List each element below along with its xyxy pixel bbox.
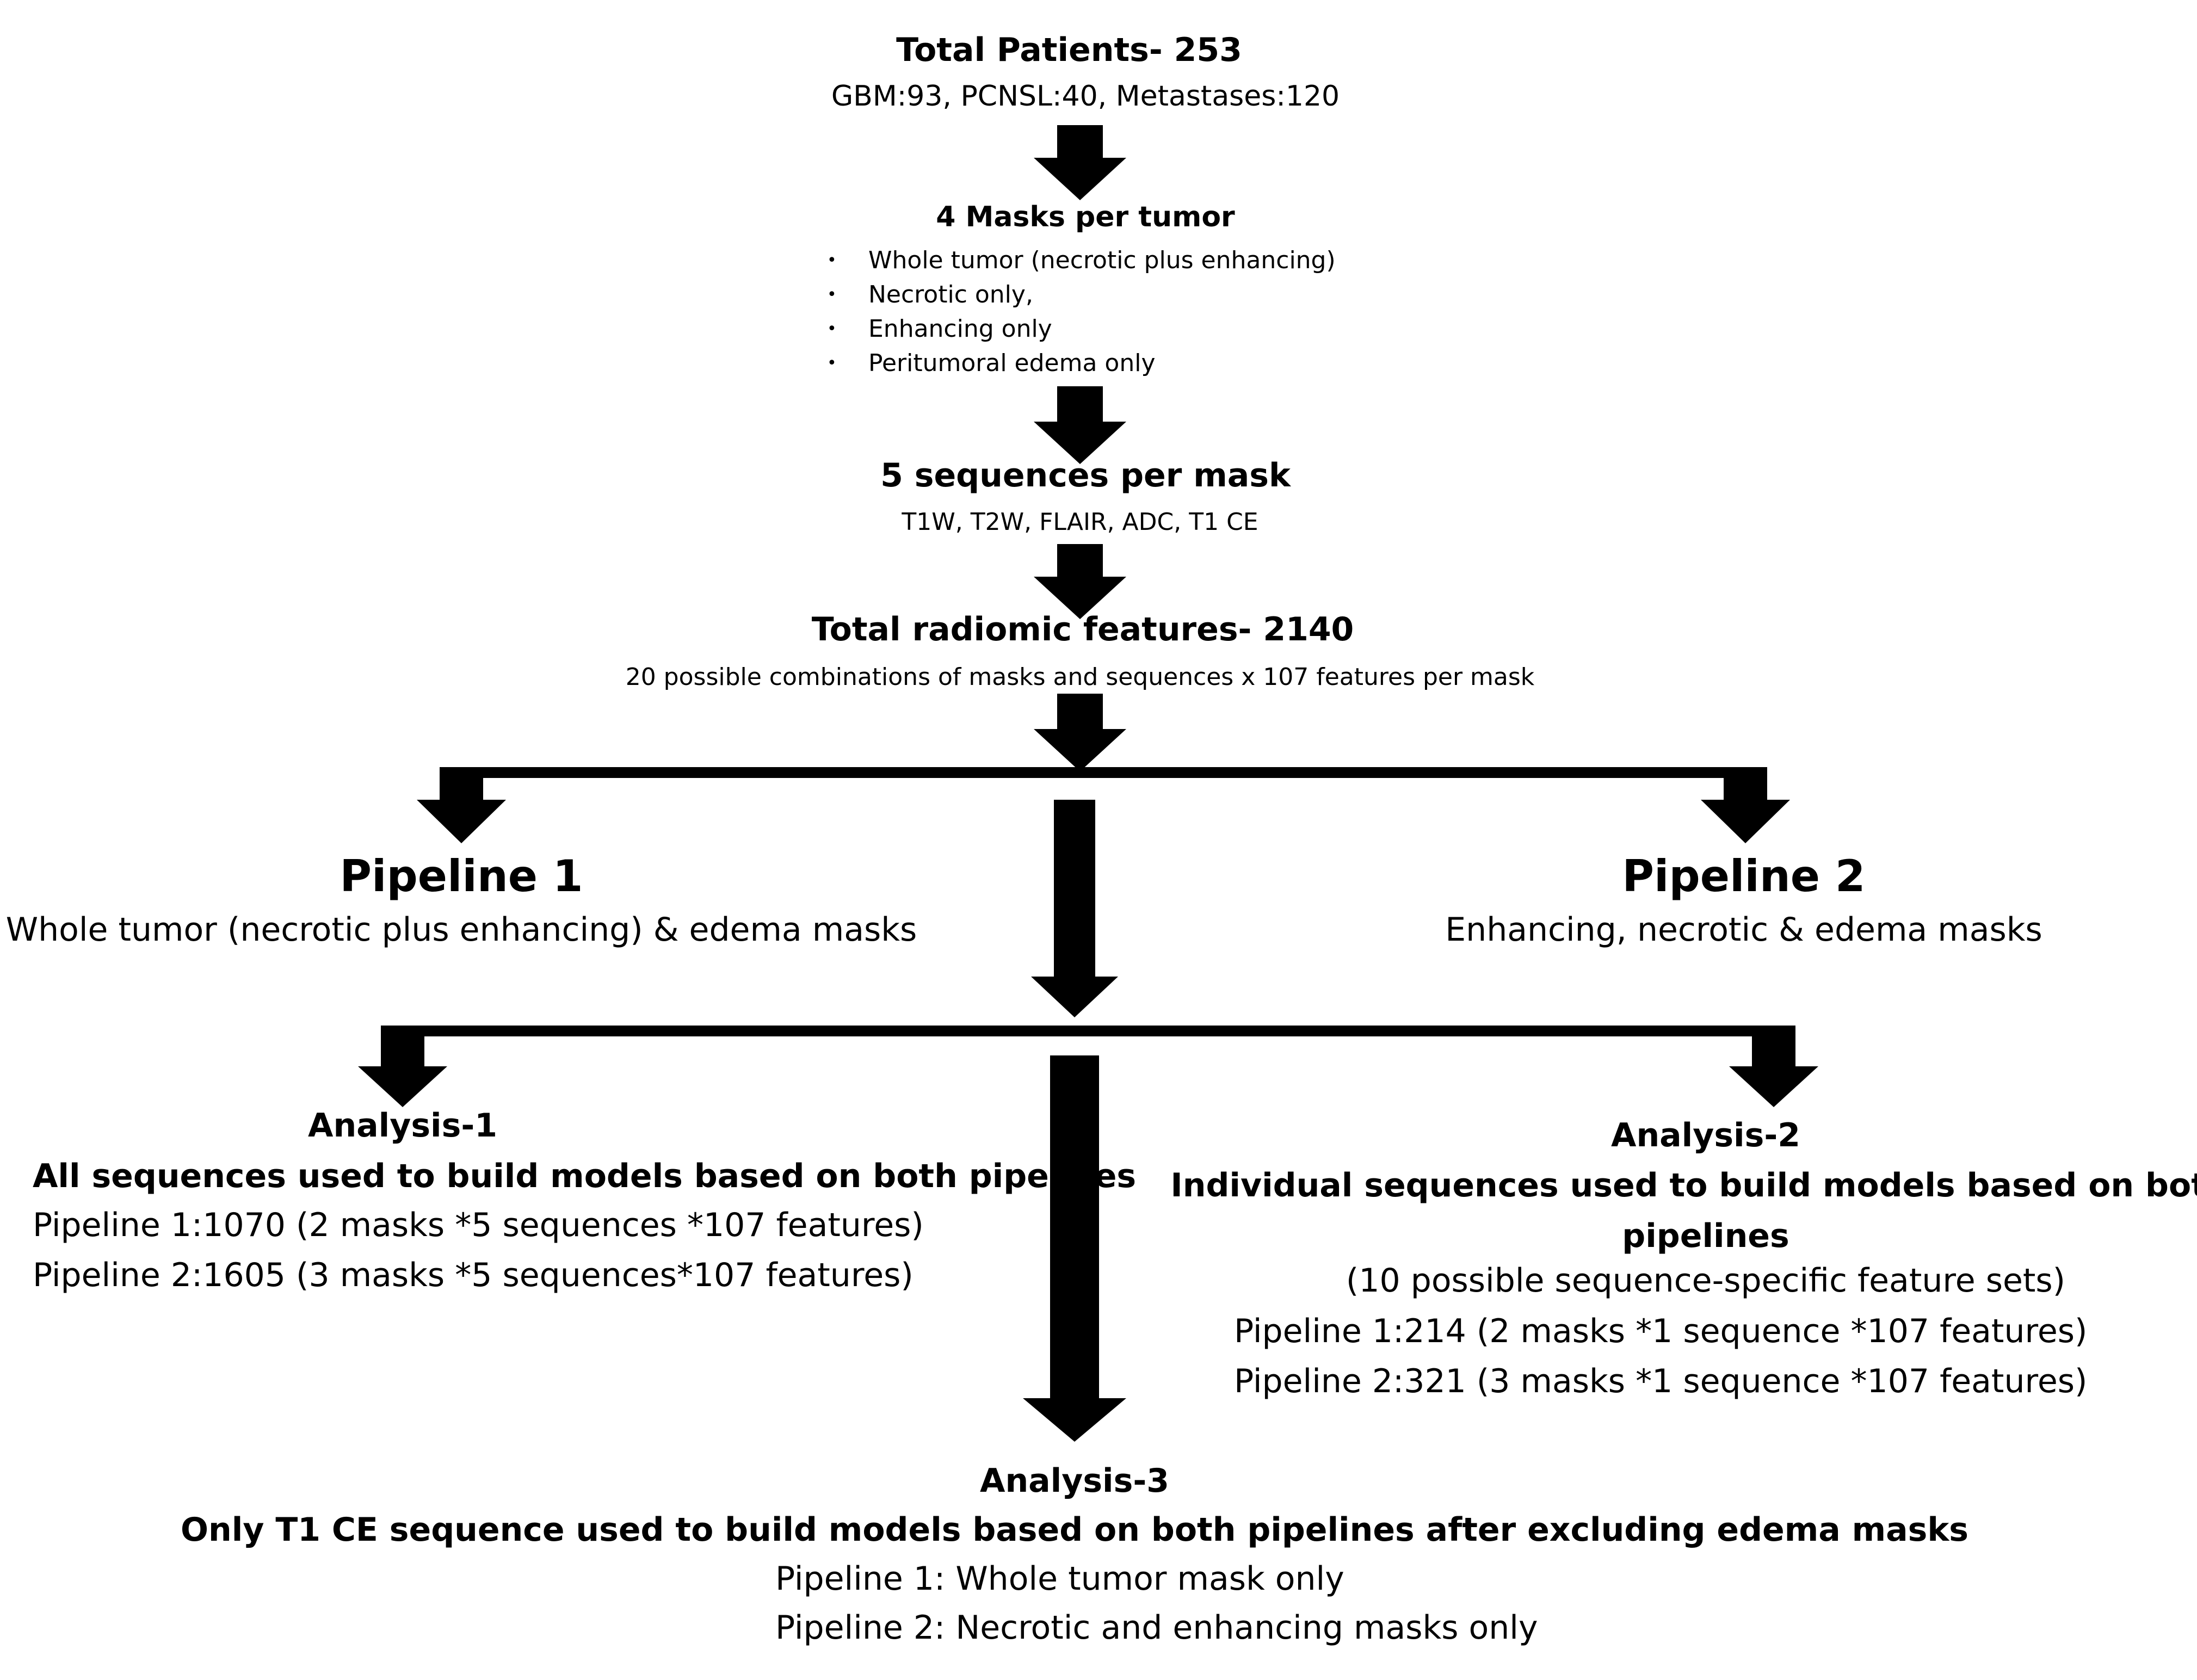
- arrow-to-pipeline-1: [417, 767, 506, 843]
- analysis-2-line: Pipeline 2:321 (3 masks *1 sequence *107…: [1234, 1362, 2088, 1400]
- arrow-masks-to-sequences: [1034, 386, 1126, 464]
- mask-type-item: Enhancing only: [827, 312, 1336, 346]
- masks-per-tumor-title: 4 Masks per tumor: [936, 201, 1235, 233]
- arrow-to-analysis-3: [1023, 1055, 1126, 1442]
- mask-type-item: Whole tumor (necrotic plus enhancing): [827, 243, 1336, 277]
- arrow-pipelines-to-analyses: [1031, 800, 1118, 1017]
- analysis-2-subtitle-cont: pipelines: [1622, 1217, 1789, 1255]
- analysis-3-subtitle: Only T1 CE sequence used to build models…: [181, 1511, 1968, 1549]
- mask-types-list: Whole tumor (necrotic plus enhancing) Ne…: [827, 243, 1336, 380]
- total-features-title: Total radiomic features- 2140: [811, 610, 1354, 648]
- arrow-sequences-to-features: [1034, 544, 1126, 619]
- arrow-to-analysis-2: [1729, 1026, 1818, 1107]
- analysis-3-title: Analysis-3: [980, 1462, 1169, 1500]
- features-explanation: 20 possible combinations of masks and se…: [625, 663, 1535, 691]
- sequence-list: T1W, T2W, FLAIR, ADC, T1 CE: [902, 508, 1258, 536]
- arrow-patients-to-masks: [1034, 125, 1126, 200]
- analysis-2-line: Pipeline 1:214 (2 masks *1 sequence *107…: [1234, 1312, 2088, 1350]
- arrow-to-pipeline-2: [1701, 767, 1790, 843]
- pipeline-2-description: Enhancing, necrotic & edema masks: [1445, 911, 2042, 949]
- analysis-1-line: Pipeline 1:1070 (2 masks *5 sequences *1…: [33, 1206, 924, 1244]
- arrow-features-to-split: [1034, 694, 1126, 771]
- analysis-1-line: Pipeline 2:1605 (3 masks *5 sequences*10…: [33, 1256, 914, 1294]
- analysis-3-line: Pipeline 2: Necrotic and enhancing masks…: [775, 1609, 1538, 1647]
- pipeline-2-title: Pipeline 2: [1622, 851, 1866, 901]
- analysis-2-note: (10 possible sequence-specific feature s…: [1346, 1262, 2066, 1300]
- analysis-1-title: Analysis-1: [308, 1107, 497, 1145]
- sequences-per-mask-title: 5 sequences per mask: [880, 456, 1291, 495]
- patients-breakdown: GBM:93, PCNSL:40, Metastases:120: [831, 80, 1340, 113]
- mask-type-item: Peritumoral edema only: [827, 346, 1336, 380]
- analysis-2-subtitle: Individual sequences used to build model…: [1170, 1166, 2197, 1205]
- mask-type-item: Necrotic only,: [827, 277, 1336, 312]
- pipeline-1-description: Whole tumor (necrotic plus enhancing) & …: [5, 911, 917, 949]
- total-patients-title: Total Patients- 253: [896, 31, 1242, 69]
- pipeline-1-title: Pipeline 1: [340, 851, 583, 901]
- split-bar-analyses: [381, 1026, 1790, 1036]
- arrow-to-analysis-1: [358, 1026, 447, 1107]
- analysis-3-line: Pipeline 1: Whole tumor mask only: [775, 1560, 1344, 1598]
- analysis-2-title: Analysis-2: [1611, 1116, 1800, 1154]
- split-bar-pipelines: [440, 767, 1762, 778]
- analysis-1-subtitle: All sequences used to build models based…: [33, 1157, 1137, 1195]
